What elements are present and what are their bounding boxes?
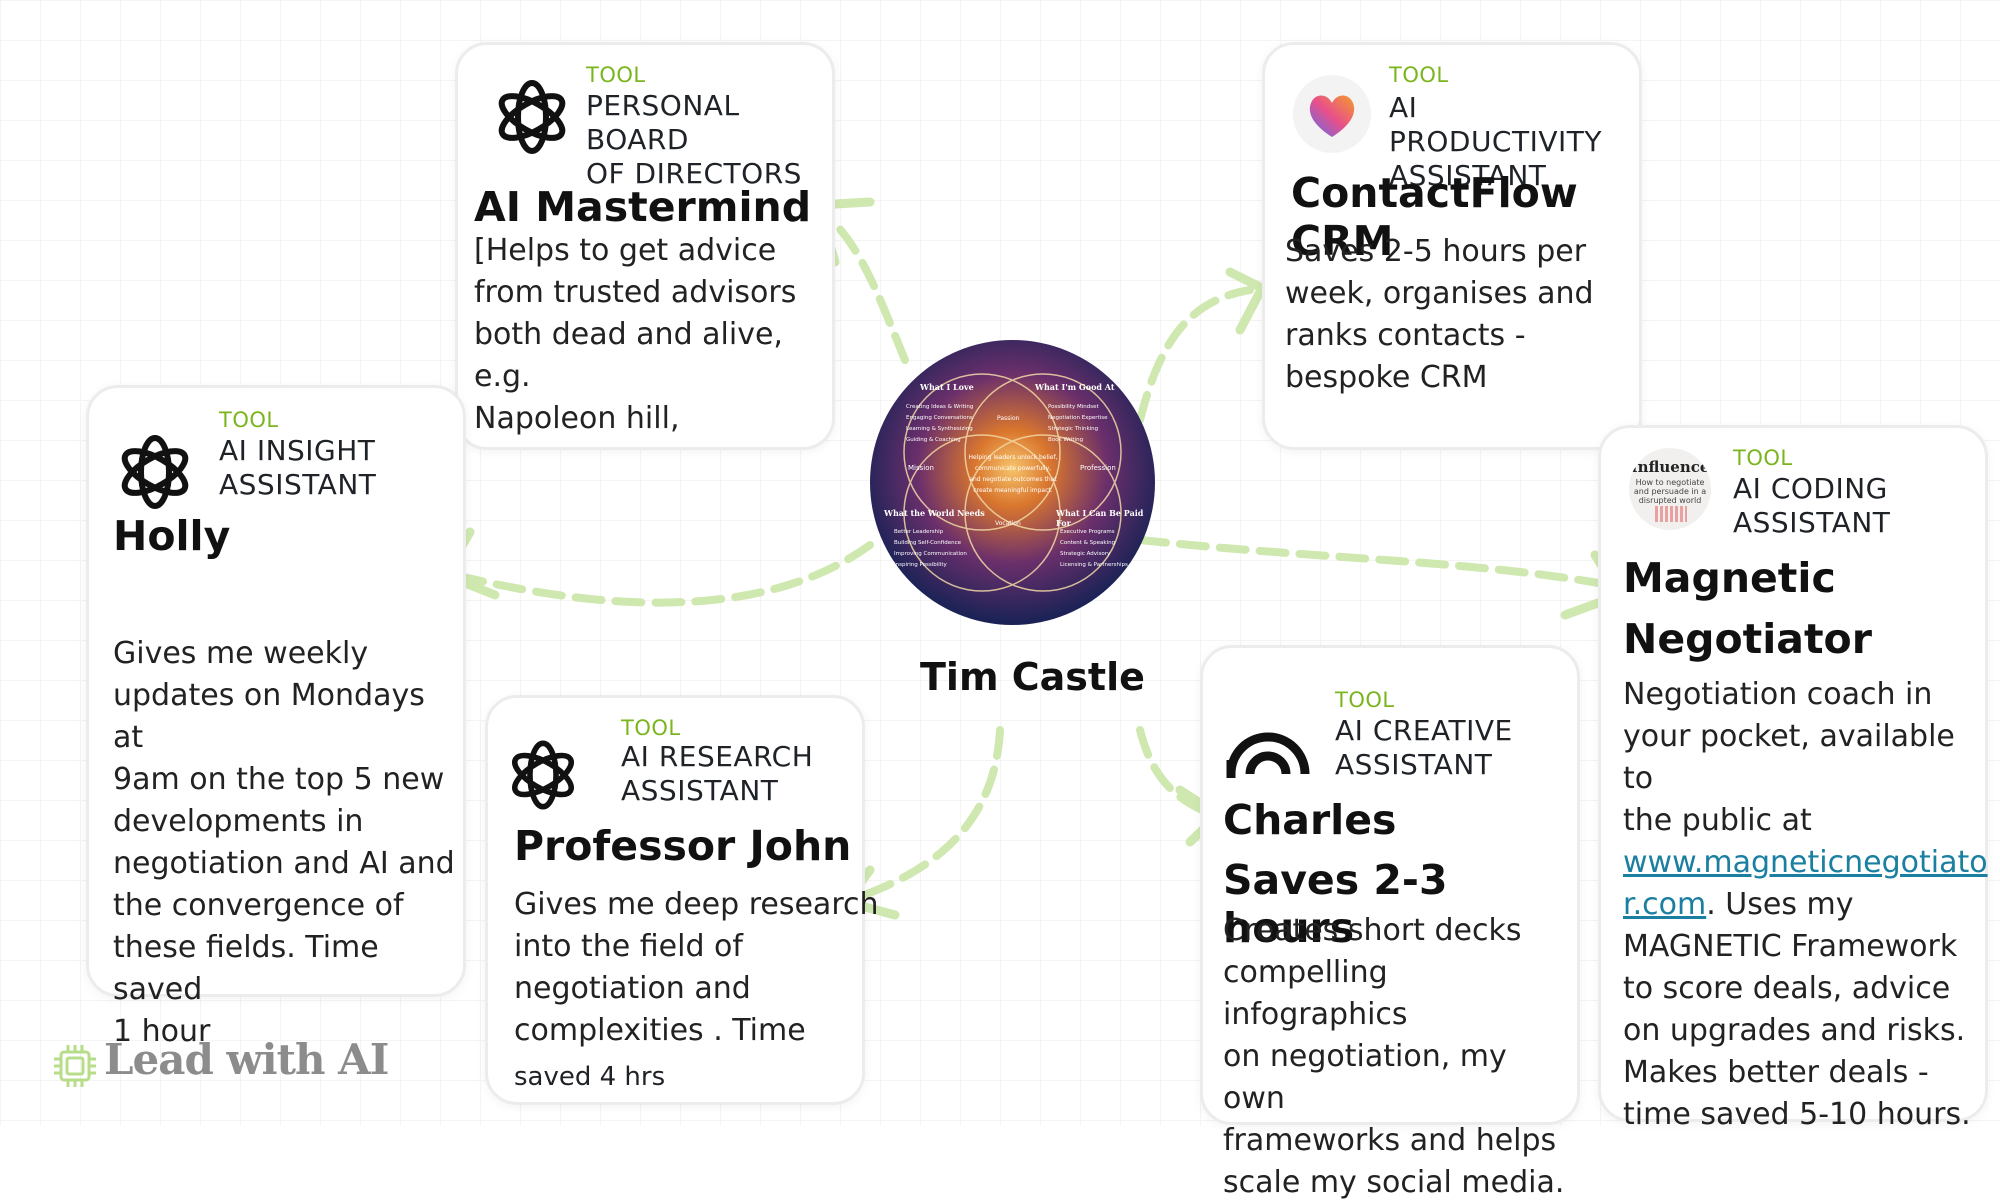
venn-passion: Passion <box>997 415 1020 422</box>
card-holly[interactable]: TOOL AI INSIGHT ASSISTANT Holly Gives me… <box>86 385 466 1049</box>
card-ai-mastermind[interactable]: TOOL PERSONAL BOARD OF DIRECTORS AI Mast… <box>455 42 835 450</box>
card-category: AI INSIGHT ASSISTANT <box>219 434 377 501</box>
tool-tag: TOOL <box>1389 63 1449 87</box>
openai-logo-icon <box>512 740 574 810</box>
openai-logo-icon <box>121 435 189 509</box>
tool-tag: TOOL <box>1733 446 1793 470</box>
card-description: Negotiation coach in your pocket, availa… <box>1623 677 1988 1132</box>
arrow-to-holly <box>451 541 874 607</box>
arrow-to-magnetic <box>1136 536 1614 589</box>
arrow-to-contactflow <box>1136 286 1254 424</box>
venn-love-title: What I Love <box>920 382 974 392</box>
card-title: Magnetic Negotiator <box>1623 554 1872 663</box>
tool-tag: TOOL <box>1335 688 1395 712</box>
tool-tag: TOOL <box>586 63 646 87</box>
card-charles[interactable]: TOOL AI CREATIVE ASSISTANT Charles Saves… <box>1200 645 1580 1200</box>
venn-purpose: Helping leaders unlock belief,communicat… <box>968 454 1058 494</box>
tool-tag: TOOL <box>621 716 681 740</box>
tool-tag: TOOL <box>219 408 279 432</box>
venn-good-title: What I'm Good At <box>1035 382 1115 392</box>
card-subtitle: Saves 2-3 hours <box>1223 856 1448 952</box>
website-link-part1[interactable]: www.magneticnegotiato <box>1623 845 1988 880</box>
venn-paid-title: What I Can Be Paid For <box>1056 508 1144 528</box>
card-contactflow-crm[interactable]: TOOL AI PRODUCTIVITY ASSISTANT ContactFl… <box>1262 42 1642 450</box>
card-title: ContactFlow CRM <box>1291 169 1578 265</box>
book-title: Influence <box>1630 458 1710 476</box>
website-link-part2[interactable]: r.com <box>1623 887 1707 922</box>
card-title: Holly <box>113 512 231 560</box>
card-title: Charles <box>1223 796 1397 844</box>
brand-logo-text: Lead with AI <box>104 1035 389 1084</box>
card-description: [Helps to get advice from trusted adviso… <box>474 233 797 436</box>
card-professor-john[interactable]: TOOL AI RESEARCH ASSISTANT Professor Joh… <box>485 695 879 1105</box>
card-title: Professor John <box>514 822 852 870</box>
arrowhead-contactflow <box>1225 267 1267 335</box>
card-category: AI CREATIVE ASSISTANT <box>1335 714 1513 781</box>
card-description: Gives me weekly updates on Mondays at 9a… <box>113 636 455 1049</box>
card-title: AI Mastermind <box>474 183 812 231</box>
gamma-logo-icon <box>1226 732 1310 778</box>
card-description: Saves 2-5 hours per week, organises and … <box>1285 234 1594 395</box>
card-description: Gives me deep research into the field of… <box>514 887 879 1048</box>
card-category: AI PRODUCTIVITY ASSISTANT <box>1389 91 1602 192</box>
book-subtitle: How to negotiate and persuade in a disru… <box>1633 478 1707 505</box>
link-trailing-text: . Uses my <box>1706 887 1854 922</box>
venn-mission: Mission <box>908 464 934 472</box>
card-category: AI RESEARCH ASSISTANT <box>621 740 814 807</box>
venn-vocation: Vocation <box>995 520 1021 527</box>
card-category: PERSONAL BOARD OF DIRECTORS <box>586 89 802 190</box>
card-description-end: saved 4 hrs <box>514 1062 666 1092</box>
book-art <box>1655 506 1687 522</box>
chip-icon <box>54 1045 96 1087</box>
arrow-to-professor <box>846 726 1004 904</box>
venn-circles <box>903 373 1122 592</box>
book-cover-icon: Influence How to negotiate and persuade … <box>1629 448 1711 530</box>
card-magnetic-negotiator[interactable]: Influence How to negotiate and persuade … <box>1598 425 1988 1132</box>
venn-profession: Profession <box>1080 464 1116 472</box>
card-description: Creates short decks compelling infograph… <box>1223 913 1565 1200</box>
gradient-heart-icon <box>1293 75 1371 153</box>
venn-world-title: What the World Needs <box>884 508 985 518</box>
openai-logo-icon <box>498 80 566 154</box>
card-category: AI CODING ASSISTANT <box>1733 472 1891 539</box>
center-name: Tim Castle <box>920 655 1145 699</box>
